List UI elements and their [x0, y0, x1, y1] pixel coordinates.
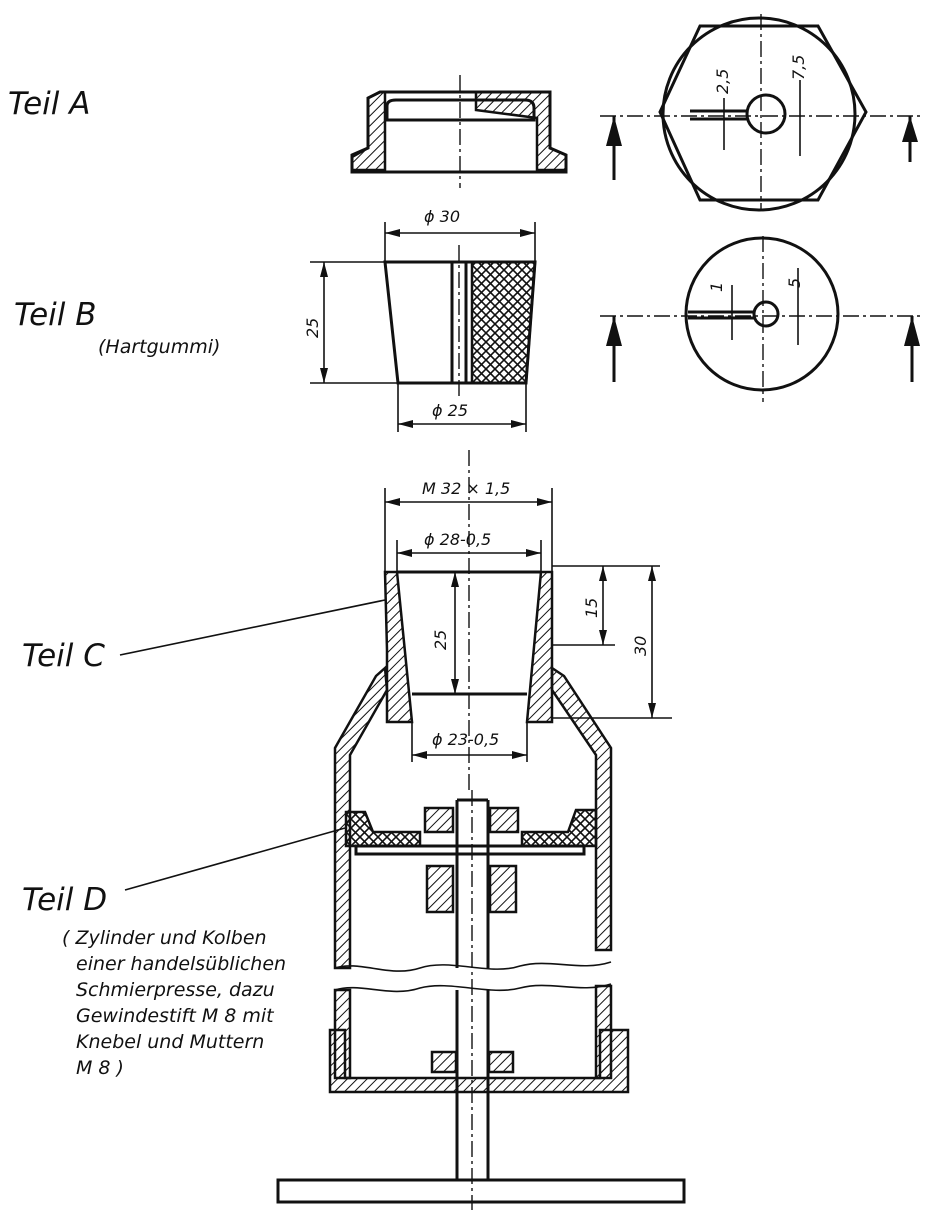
part-a-offset-dim: 7,5 — [789, 55, 808, 80]
part-b-offset-dim: 5 — [785, 278, 804, 288]
part-d-note-line: Gewindestift M 8 mit — [76, 1005, 275, 1027]
part-b-bottom-dia-dim: ϕ 25 — [432, 401, 468, 420]
part-d-note-line: ( Zylinder und Kolben — [62, 927, 267, 949]
part-a-section — [350, 75, 568, 188]
part-c-section: M 32 × 1,5 ϕ 28-0,5 25 15 30 ϕ 23-0,5 — [383, 450, 672, 790]
part-d-leader — [124, 827, 346, 891]
part-c-top-dia-dim: ϕ 28-0,5 — [424, 530, 491, 549]
part-d-label: Teil D — [22, 882, 107, 918]
part-a-slot-dim: 2,5 — [713, 69, 732, 94]
part-b-section: ϕ 30 25 ϕ 25 — [303, 207, 537, 432]
part-a-view: 2,5 7,5 — [600, 14, 922, 212]
part-d-note-line: M 8 ) — [76, 1057, 124, 1079]
part-b-material: (Hartgummi) — [98, 336, 220, 358]
part-c-leader — [119, 599, 386, 656]
part-c-total-dim: 30 — [631, 636, 650, 656]
part-d-note-line: Knebel und Muttern — [76, 1031, 264, 1053]
part-b-top-dia-dim: ϕ 30 — [424, 207, 460, 226]
part-a-label: Teil A — [8, 86, 90, 122]
part-c-upper-dim: 15 — [582, 598, 601, 618]
part-c-bottom-dia-dim: ϕ 23-0,5 — [432, 730, 499, 749]
part-c-label: Teil C — [22, 638, 105, 674]
part-b-height-dim: 25 — [303, 318, 322, 338]
part-b-label: Teil B — [14, 297, 97, 333]
part-d-note-line: einer handelsüblichen — [76, 953, 286, 975]
part-d-cylinder — [276, 665, 686, 1210]
part-b-slot-dim: 1 — [707, 282, 726, 292]
part-d-note: ( Zylinder und Kolben einer handelsüblic… — [62, 927, 286, 1079]
part-b-view: 1 5 — [600, 236, 922, 402]
part-c-thread-dim: M 32 × 1,5 — [422, 479, 510, 498]
part-c-inner-height-dim: 25 — [431, 630, 450, 650]
part-d-note-line: Schmierpresse, dazu — [76, 979, 275, 1001]
